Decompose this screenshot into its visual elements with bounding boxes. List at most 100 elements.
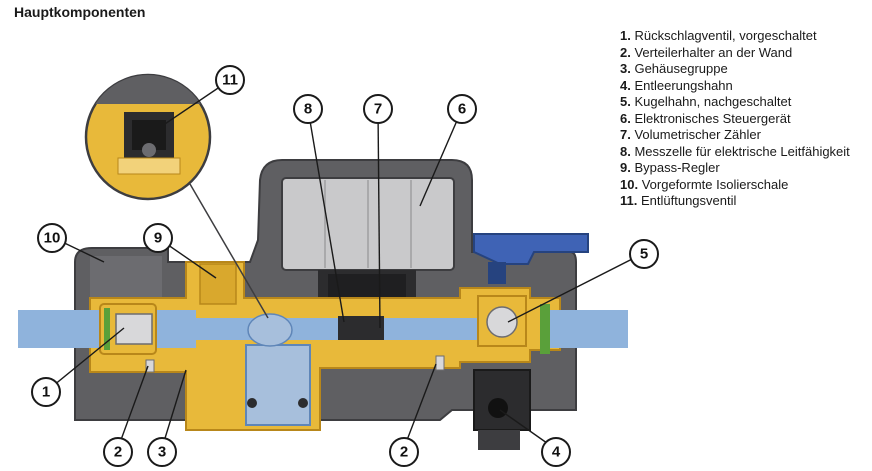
outlet-chamber [245,344,311,426]
legend-item: 6. Elektronisches Steuergerät [620,111,850,128]
leader-line [161,369,187,449]
wall-bracket-screw [145,359,155,373]
callout-circle [31,377,61,407]
leader-line [47,327,125,391]
legend-item: 10. Vorgeformte Isolierschale [620,177,850,194]
o-ring [247,398,257,408]
legend-text: Rückschlagventil, vorgeschaltet [634,28,817,43]
legend-text: Entlüftungsventil [640,193,737,208]
outlet-seal [540,304,550,354]
legend-text: Entleerungshahn [634,77,733,93]
callout-number: 11 [222,72,238,89]
legend-text: Messzelle für elektrische Leitfähigkeit [634,143,850,159]
legend-item: 4. Entleerungshahn [620,78,850,95]
callout-number: 7 [374,101,382,118]
leader-line [403,363,437,449]
ball [486,306,518,338]
callout-7: 7 [363,94,393,124]
callout-circle [293,94,323,124]
legend-text: Verteilerhalter an der Wand [634,44,793,60]
callout-number: 3 [158,444,166,461]
legend-item: 1. Rückschlagventil, vorgeschaltet [620,28,850,45]
callout-circle [363,94,393,124]
legend-item: 7. Volumetrischer Zähler [620,127,850,144]
callout-circle [103,437,133,467]
leader-line [507,253,643,323]
callout-number: 1 [42,384,50,401]
callout-number: 4 [552,444,561,461]
legend-number: 7. [620,127,631,142]
leader-line [117,365,149,449]
measuring-cell [338,316,384,340]
leader-line [499,409,555,449]
legend-number: 11. [620,193,638,208]
legend-number: 4. [620,77,631,93]
callout-8: 8 [293,94,323,124]
callout-11: 11 [215,65,245,95]
legend-text: Vorgeformte Isolierschale [641,176,789,192]
check-valve-insert [115,313,153,345]
callout-2-right: 2 [389,437,419,467]
zoom-vent-screw [142,143,156,157]
outlet-pipe [540,310,628,348]
drain-cock [473,369,531,450]
inlet-seal [104,308,110,350]
callout-4: 4 [541,437,571,467]
legend-text: Gehäusegruppe [634,61,728,76]
callout-circle [629,239,659,269]
brass-body [89,261,561,431]
legend-text: Kugelhahn, nachgeschaltet [634,94,792,109]
callout-3: 3 [147,437,177,467]
zoom-leader-line [189,183,269,319]
drain-cock-outlet [478,430,520,450]
callout-number: 2 [400,444,408,461]
legend-item: 2. Verteilerhalter an der Wand [620,45,850,62]
callout-circle [447,94,477,124]
wall-bracket-screw [435,355,445,371]
legend-number: 6. [620,110,631,126]
callout-number: 9 [154,230,162,247]
legend-item: 11. Entlüftungsventil [620,193,850,210]
component-legend: 1. Rückschlagventil, vorgeschaltet 2. Ve… [620,28,850,210]
legend-item: 9. Bypass-Regler [620,160,850,177]
callout-1: 1 [31,377,61,407]
page-title: Hauptkomponenten [14,4,146,20]
leader-line [377,108,381,329]
callout-9: 9 [143,223,173,253]
handle-grip [473,233,589,265]
callout-5: 5 [629,239,659,269]
legend-number: 1. [620,28,631,43]
leader-line [419,108,463,207]
bypass-regulator-body [199,263,237,305]
ball-valve-body [477,295,550,354]
callouts: 1 2 3 4 5 6 7 8 [31,65,659,467]
zoom-vent-thread [117,157,181,175]
callout-6: 6 [447,94,477,124]
legend-text: Bypass-Regler [634,160,720,175]
drain-cock-knob [488,398,508,418]
callout-10: 10 [37,223,67,253]
vent-valve-zoom [84,73,269,319]
legend-number: 10. [620,176,639,192]
callout-circle [37,223,67,253]
callout-number: 8 [304,101,312,118]
handle-stem [488,262,506,284]
check-valve [99,303,157,355]
legend-number: 9. [620,160,631,175]
callout-circle [143,223,173,253]
ball-valve-handle [473,233,589,284]
legend-number: 3. [620,61,631,76]
callout-circle [389,437,419,467]
callout-circle [541,437,571,467]
callout-number: 5 [640,246,648,263]
callout-circle [215,65,245,95]
zoom-insulation [86,75,210,104]
callout-number: 10 [44,230,61,247]
legend-number: 8. [620,143,631,159]
legend-number: 2. [620,44,631,60]
callout-number: 6 [458,101,466,118]
insulation-left-block [90,256,162,300]
callout-circle [147,437,177,467]
conductivity-cell-chamber [247,313,293,347]
